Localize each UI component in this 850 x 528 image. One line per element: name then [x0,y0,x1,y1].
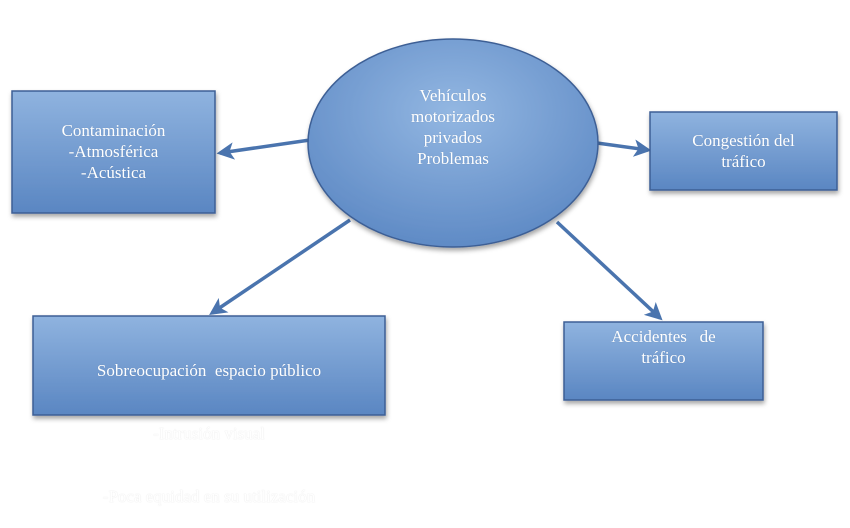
arrow-to-accidentes [555,220,663,321]
arrow-to-sobreocupacion [209,218,351,315]
box-congestion [649,111,838,191]
center-line: privados [423,128,483,147]
connectors [209,138,663,321]
box-sobreocupacion [32,315,386,416]
contaminacion-line: -Atmosférica [68,142,159,161]
sobreocupacion-line: Sobreocupación espacio público [96,361,322,380]
accidentes-label: Accidentes de tráfico [564,326,763,368]
congestion-line: Congestión del [692,131,795,150]
center-line: Vehículos [419,86,487,105]
center-line: motorizados [410,107,496,126]
box-contaminacion [11,90,216,214]
contaminacion-line: -Acústica [80,163,147,182]
center-ellipse [307,38,599,248]
center-label: Vehículos motorizados privados Problemas [353,85,553,169]
arrow-to-contaminacion [216,138,311,160]
sobreocupacion-line: -Poca equidad en su utilización [102,487,316,506]
congestion-label: Congestión del tráfico [650,130,837,172]
sobreocupacion-line: -Intrusión visual [153,424,265,443]
contaminacion-label: Contaminación -Atmosférica -Acústica [12,120,215,183]
contaminacion-line: Contaminación [61,121,166,140]
arrow-to-congestion [596,139,652,157]
accidentes-line: tráfico [641,348,686,367]
concept-diagram [11,38,838,416]
box-accidentes [563,321,764,401]
congestion-line: tráfico [721,152,766,171]
sobreocupacion-label: Sobreocupación espacio público -Intrusió… [33,318,385,528]
center-line: Problemas [417,149,489,168]
accidentes-line: Accidentes de [611,327,716,346]
